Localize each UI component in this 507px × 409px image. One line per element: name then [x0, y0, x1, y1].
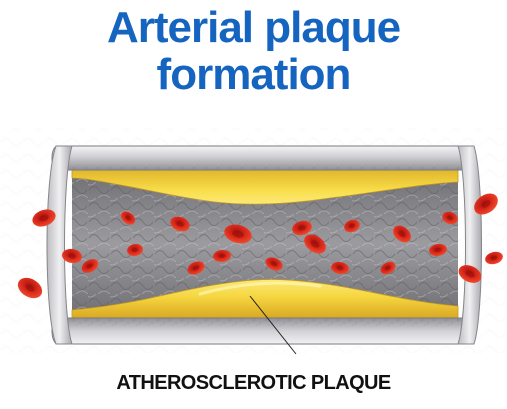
diagram-title: Arterial plaque formation: [0, 4, 507, 98]
artery-wall-top: [52, 146, 476, 170]
title-line-2: formation: [0, 51, 507, 98]
title-line-1: Arterial plaque: [0, 4, 507, 51]
plaque-caption: ATHEROSCLEROTIC PLAQUE: [0, 372, 507, 395]
artery-wall-bottom: [52, 318, 476, 344]
artery-illustration: [0, 118, 507, 368]
